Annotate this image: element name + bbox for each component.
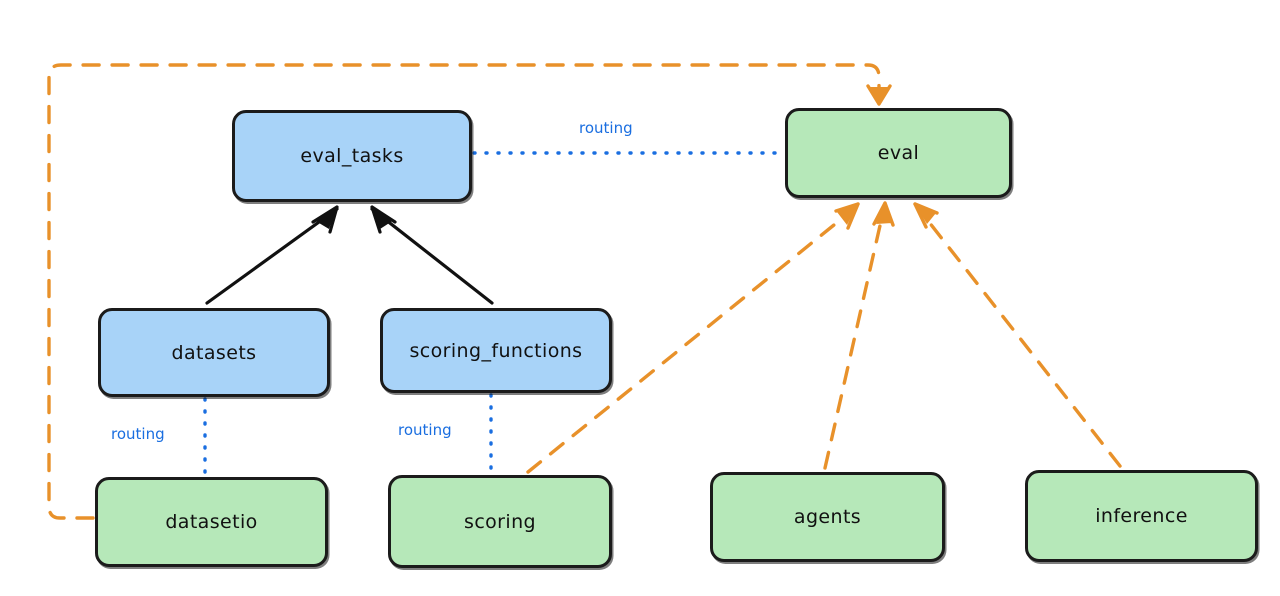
- node-eval[interactable]: eval: [785, 108, 1012, 198]
- node-label: eval_tasks: [300, 145, 404, 167]
- edge-scoring-functions-to-eval-tasks: [370, 205, 494, 305]
- node-agents[interactable]: agents: [710, 472, 945, 562]
- node-inference[interactable]: inference: [1025, 470, 1258, 562]
- node-eval-tasks[interactable]: eval_tasks: [232, 110, 472, 202]
- edge-agents-to-eval: [823, 201, 895, 470]
- node-scoring[interactable]: scoring: [388, 475, 612, 568]
- node-label: datasetio: [165, 511, 258, 533]
- edge-datasets-to-eval-tasks: [205, 205, 339, 305]
- edge-label-routing-eval-tasks-eval: routing: [579, 119, 633, 137]
- node-label: datasets: [171, 341, 257, 364]
- node-label: agents: [793, 506, 862, 528]
- node-label: scoring_functions: [409, 339, 583, 362]
- edge-label-routing-datasets-datasetio: routing: [111, 425, 165, 443]
- edge-inference-to-eval: [913, 202, 1122, 468]
- node-label: eval: [877, 142, 920, 164]
- node-label: inference: [1095, 505, 1188, 527]
- node-datasetio[interactable]: datasetio: [95, 477, 328, 567]
- edge-label-routing-scoring-functions-scoring: routing: [398, 421, 452, 439]
- node-datasets[interactable]: datasets: [98, 308, 330, 397]
- edge-scoring-to-eval: [526, 202, 860, 474]
- node-label: scoring: [464, 510, 536, 533]
- edge-datasetio-to-eval: [47, 63, 892, 520]
- node-scoring-functions[interactable]: scoring_functions: [380, 308, 612, 393]
